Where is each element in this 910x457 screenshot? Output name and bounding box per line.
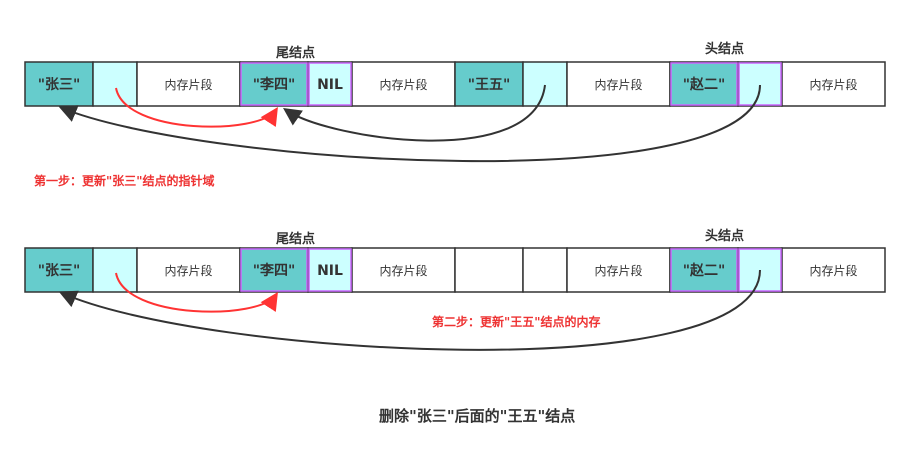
memory-cell-pointer (737, 61, 783, 107)
cell-text: "张三" (38, 263, 81, 279)
arrow-wangwu-to-lisi (283, 84, 546, 142)
cell-text: 内存片段 (164, 77, 212, 92)
memory-cell-plain (566, 61, 671, 107)
highlight-border (670, 248, 738, 292)
cell-text: "李四" (253, 76, 296, 93)
memory-cell-pointer (92, 61, 138, 107)
arrow-zhaoer-to-zhangsan (58, 84, 761, 163)
memory-cell-plain (351, 61, 456, 107)
cell-text: 内存片段 (809, 77, 857, 92)
step-one-text: 第一步：更新"张三"结点的指针域 (34, 174, 215, 188)
memory-cell-data (669, 247, 739, 293)
tail-node-label: 尾结点 (276, 46, 316, 61)
highlight-border (738, 248, 782, 292)
pointer-arrows (58, 84, 761, 351)
arrow-zhangsan-to-lisi (115, 87, 278, 128)
memory-cell-data (24, 61, 94, 107)
memory-cell-data (239, 247, 309, 293)
memory-cell-data (669, 61, 739, 107)
head-node-label: 头结点 (705, 42, 745, 57)
highlight-border (308, 248, 352, 292)
memory-cell-plain (351, 247, 456, 293)
memory-cell-plain (136, 247, 241, 293)
cell-text: "赵二" (683, 262, 726, 279)
cell-text: 内存片段 (594, 263, 642, 278)
step-two-text: 第二步：更新"王五"结点的内存 (432, 315, 601, 329)
memory-cell-plain (454, 247, 524, 293)
memory-cell-plain (566, 247, 671, 293)
arrow-zhangsan-to-lisi-step2 (115, 272, 278, 313)
highlight-border (738, 62, 782, 106)
cell-text: 内存片段 (379, 77, 427, 92)
tail-node-label-row2: 尾结点 (276, 232, 316, 247)
memory-cell-pointer (737, 247, 783, 293)
cell-text: "张三" (38, 77, 81, 93)
cell-text: 内存片段 (809, 263, 857, 278)
row-2-memory: "张三" 内存片段 "李四" NIL 内存片段 内存片段 "赵二" 内存片段 (24, 247, 886, 293)
memory-cell-pointer (522, 61, 568, 107)
arrow-zhaoer-to-zhangsan-step2 (58, 269, 761, 351)
highlight-border (240, 62, 308, 106)
memory-cell-pointer (92, 247, 138, 293)
row-1-memory: "张三" 内存片段 "李四" NIL 内存片段 "王五" 内存片段 "赵二" 内存片段 (24, 61, 886, 107)
highlight-border (670, 62, 738, 106)
memory-cell-data (24, 247, 94, 293)
head-node-label-row2: 头结点 (705, 229, 745, 244)
cell-text: 内存片段 (379, 263, 427, 278)
highlight-border (240, 248, 308, 292)
memory-cell-plain (781, 247, 886, 293)
highlight-border (308, 62, 352, 106)
cell-text: 内存片段 (594, 77, 642, 92)
cell-text: 内存片段 (164, 263, 212, 278)
cell-text: "王五" (468, 77, 511, 93)
cell-text: "赵二" (683, 76, 726, 93)
memory-cell-plain (781, 61, 886, 107)
memory-cell-pointer (307, 61, 353, 107)
memory-cell-plain (522, 247, 568, 293)
cell-text: "李四" (253, 262, 296, 279)
cell-text: NIL (317, 77, 343, 93)
cell-text: NIL (317, 263, 343, 279)
memory-cell-data (239, 61, 309, 107)
diagram-caption: 删除"张三"后面的"王五"结点 (379, 407, 576, 425)
